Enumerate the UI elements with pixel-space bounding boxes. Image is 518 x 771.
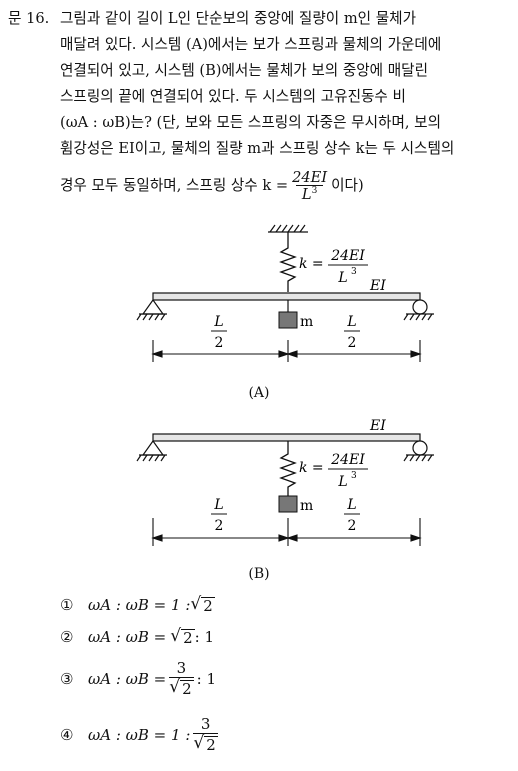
option-4-num: 3 [200,715,211,733]
dim-left-num-b: L [213,497,223,513]
option-2-tail: : 1 [194,628,215,647]
question-line-7: 경우 모두 동일하며, 스프링 상수 k = 24EI L3 이다) [60,166,514,206]
dim-left-num-a: L [213,314,223,330]
dim-left-den-a: 2 [215,335,224,351]
caption-b: (B) [248,566,270,582]
ceiling-support-icon [268,224,308,233]
pin-support-icon [136,439,167,462]
option-2-marker: ② [60,628,74,647]
roller-support-icon [403,299,434,321]
dim-right-den-b: 2 [348,518,357,534]
option-4-radicand: 2 [204,736,218,755]
dimension-line-b [151,518,422,546]
diagram-b: EI k = 24EI L 3 m L 2 L [0,408,518,592]
mass-label-a: m [300,314,313,330]
spring-icon [279,441,297,496]
mass-label-b: m [300,498,313,514]
mass-block-a [278,311,298,329]
dim-left-den-b: 2 [215,518,224,534]
option-4-marker: ④ [60,725,74,744]
spring-num-a: 24EI [330,248,365,264]
pin-support-icon [136,298,167,321]
option-4-lhs: ωA : ωB = 1 : [88,725,191,744]
spring-exp-b: 3 [351,471,357,481]
k-den-exponent: 3 [311,186,318,197]
option-3-num: 3 [176,659,187,677]
question-number: 문 16. [8,10,50,27]
option-2-radicand: 2 [181,629,195,647]
spring-label-a: k = [299,256,324,272]
dim-right-num-b: L [346,497,356,513]
question-line-3: 연결되어 있고, 시스템 (B)에서는 물체가 보의 중앙에 매달린 [60,62,429,79]
diagram-b-figure: EI k = 24EI L 3 m L 2 L [136,418,434,546]
question-block: 문 16. 그림과 같이 길이 L인 단순보의 중앙에 질량이 m인 물체가 매… [8,6,514,206]
dim-right-num-a: L [346,314,356,330]
diagram-a: k = 24EI L 3 EI m [0,222,518,402]
line7-suffix: 이다) [331,177,364,194]
option-3-tail: : 1 [196,669,217,688]
beam-label-b: EI [369,418,386,434]
beam-a [152,292,421,301]
option-2-sqrt: √2 [170,626,195,647]
option-4-fraction: 3 √2 [193,715,218,755]
diagram-a-figure: k = 24EI L 3 EI m [136,224,434,362]
spring-label-b: k = [299,460,324,476]
beam-label-a: EI [369,278,386,294]
dim-right-den-a: 2 [348,335,357,351]
spring-icon [279,232,297,292]
question-line-1: 그림과 같이 길이 L인 단순보의 중앙에 질량이 m인 물체가 [60,10,417,27]
option-2[interactable]: ② ωA : ωB = √2 : 1 [60,628,214,647]
option-3-lhs: ωA : ωB = [88,669,167,688]
k-denominator: L3 [295,185,324,203]
spring-den-b: L [337,474,347,490]
question-body: 그림과 같이 길이 L인 단순보의 중앙에 질량이 m인 물체가 매달려 있다.… [60,6,514,206]
option-1-sqrt: √2 [190,594,215,615]
beam-b [152,433,421,442]
option-1-radicand: 2 [201,597,215,615]
spring-exp-a: 3 [351,267,357,277]
spring-constant-fraction: 24EI L3 [290,168,329,203]
option-1-marker: ① [60,596,74,615]
question-line-2: 매달려 있다. 시스템 (A)에서는 보가 스프링과 물체의 가운데에 [60,36,442,53]
roller-support-icon [403,440,434,462]
k-den-base: L [301,186,312,203]
spring-den-a: L [337,270,347,286]
option-3-fraction: 3 √2 [169,659,194,699]
question-line-5: (ωA : ωB)는? (단, 보와 모든 스프링의 자중은 무시하며, 보의 [60,114,442,131]
option-3[interactable]: ③ ωA : ωB = 3 √2 : 1 [60,659,217,699]
mass-block-b [278,495,298,513]
line7-prefix: 경우 모두 동일하며, 스프링 상수 k = [60,177,289,194]
k-numerator: 24EI [292,168,328,186]
option-3-marker: ③ [60,669,74,688]
caption-a: (A) [248,385,270,401]
question-line-6: 휨강성은 EI이고, 물체의 질량 m과 스프링 상수 k는 두 시스템의 [60,140,455,157]
question-line-4: 스프링의 끝에 연결되어 있다. 두 시스템의 고유진동수 비 [60,88,406,105]
option-1[interactable]: ① ωA : ωB = 1 : √2 [60,596,215,615]
option-3-radicand: 2 [180,680,194,699]
option-4[interactable]: ④ ωA : ωB = 1 : 3 √2 [60,715,221,755]
spring-num-b: 24EI [330,452,365,468]
option-2-lhs: ωA : ωB = [88,628,167,647]
dimension-line-a [151,340,422,362]
option-1-lhs: ωA : ωB = 1 : [88,596,191,615]
